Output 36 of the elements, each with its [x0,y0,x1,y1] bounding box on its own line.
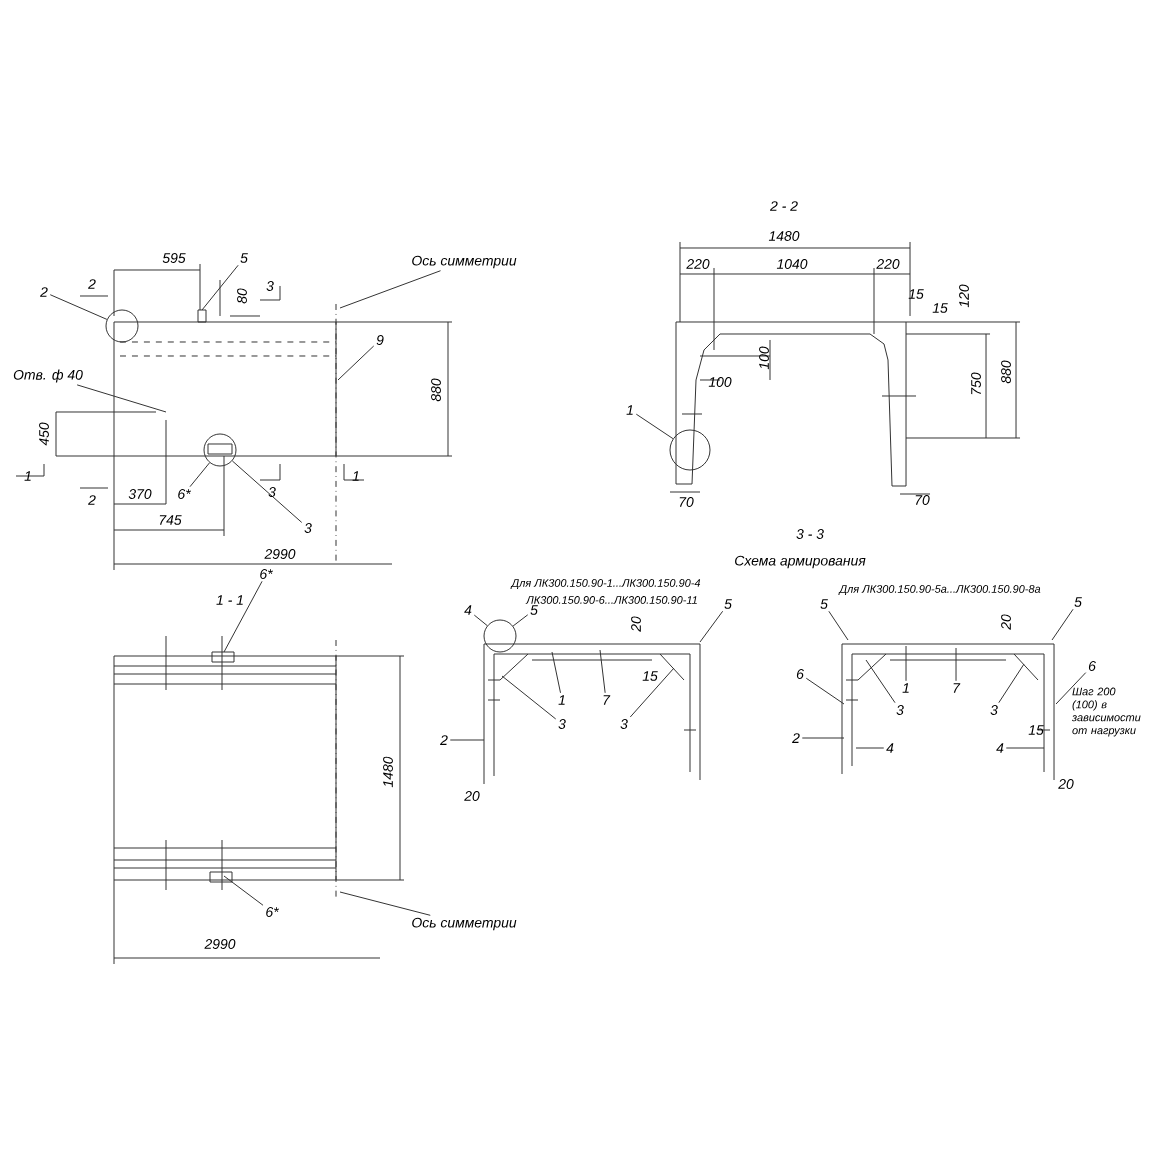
leader-line [699,610,724,643]
leader-line [635,413,674,440]
detail-circle [105,309,139,343]
leader-line [76,384,167,413]
leader-line [1051,608,1074,641]
leader-line [998,663,1025,704]
leader-line [551,651,561,694]
leader-line [201,264,239,311]
reinforcement-drawing [483,643,701,785]
leader-line [1005,747,1045,749]
leader-line [473,614,488,627]
detail-circle [203,433,237,467]
detail-circle [483,619,517,653]
leader-line [629,667,675,718]
leader-line [801,737,845,739]
leader-line [231,460,303,523]
leader-line [955,647,957,682]
leader-line [49,294,108,320]
leader-line [512,614,529,627]
leader-line [339,891,431,916]
leader-line [501,675,557,720]
leader-line [223,875,264,906]
leader-line [865,659,896,704]
leader-line [223,580,263,653]
leader-line [905,645,907,682]
leader-line [855,747,885,749]
leader-line [805,677,845,705]
leader-line [339,270,442,309]
reinforcement-drawing [841,643,1055,781]
leader-line [828,610,849,641]
detail-circle [669,429,711,471]
leader-line [599,649,606,694]
leader-line [189,462,211,488]
leader-line [449,739,485,741]
leader-line [1055,672,1087,705]
leader-line [337,345,375,381]
